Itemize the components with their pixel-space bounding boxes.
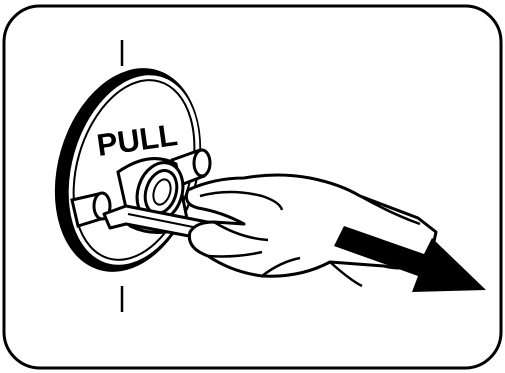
lower-post: [70, 191, 112, 228]
pull-direction-arrow-icon: [334, 226, 486, 292]
